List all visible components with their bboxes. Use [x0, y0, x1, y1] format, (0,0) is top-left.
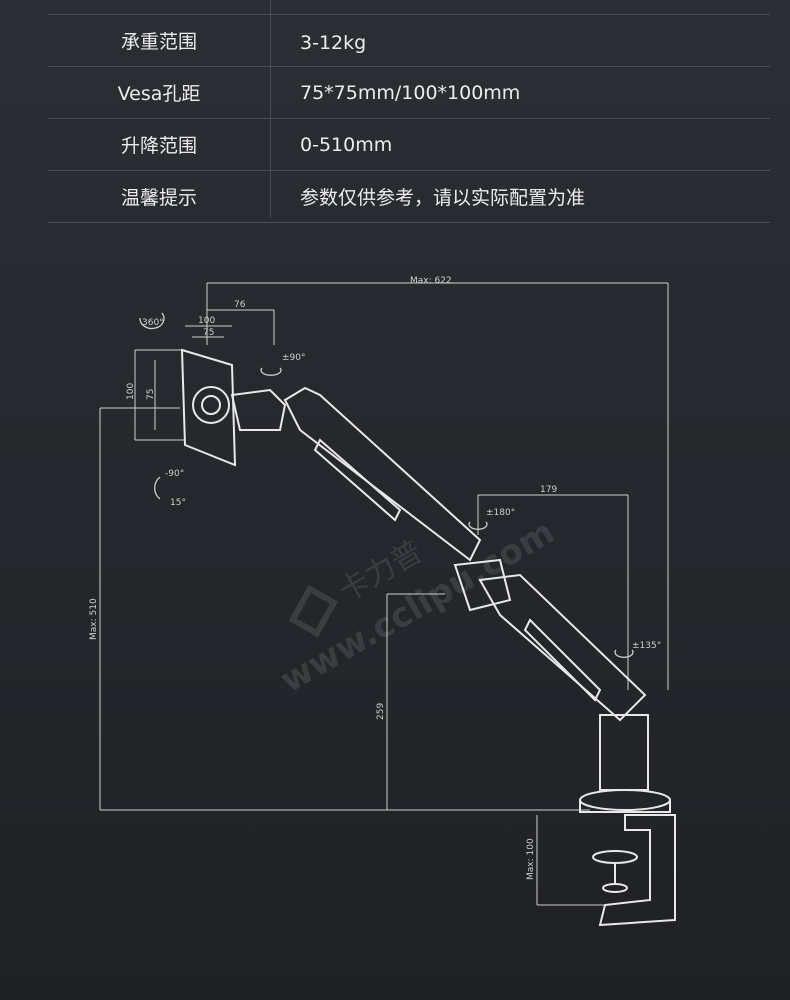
upper-arm	[283, 386, 482, 562]
spec-value: 参数仅供参考，请以实际配置为准	[300, 187, 586, 209]
rotation-90-label: ±90°	[282, 353, 306, 363]
spec-row-load: 承重范围 3-12kg	[48, 0, 770, 67]
monitor-arm-diagram: 卡力普 www.cclipu.com	[89, 276, 676, 927]
desk-clamp	[598, 814, 676, 927]
elbow-joint	[453, 558, 512, 612]
dim-label-179: 179	[540, 485, 557, 495]
upper-arm-slot	[313, 438, 402, 522]
vesa-hub	[192, 386, 230, 424]
top-divider	[48, 14, 770, 15]
watermark-logo-icon	[288, 584, 338, 638]
spec-row-vesa: Vesa孔距 75*75mm/100*100mm	[48, 67, 770, 119]
watermark-url: www.cclipu.com	[274, 512, 562, 701]
clamp-pad	[592, 850, 638, 864]
rotate-135-icon	[614, 649, 634, 658]
column-divider	[270, 0, 271, 218]
dim-label-75-side: 75	[146, 389, 156, 400]
spec-value: 3-12kg	[300, 32, 367, 54]
dim-label-75-top: 75	[203, 328, 214, 338]
tilt-head	[230, 388, 287, 431]
lower-arm	[478, 573, 647, 722]
spec-label: 承重范围	[120, 31, 197, 53]
tilt-neg90-label: -90°	[165, 469, 184, 479]
vesa-plate	[180, 348, 237, 467]
dim-label-259: 259	[376, 703, 386, 720]
dim-label-100-side: 100	[126, 383, 136, 400]
rotate-90-icon	[260, 367, 282, 376]
tilt-icon	[154, 476, 161, 500]
clamp-knob	[602, 883, 628, 893]
rotate-180-icon	[468, 521, 488, 530]
monitor-arm-illustration	[180, 348, 676, 927]
spec-row-height: 升降范围 0-510mm	[48, 119, 770, 171]
rotate-360-icon	[139, 312, 165, 330]
dim-label-max-622: Max: 622	[410, 276, 452, 286]
dim-label-76: 76	[234, 300, 246, 310]
dim-label-100-top: 100	[198, 316, 215, 326]
spec-label: 温馨提示	[120, 187, 197, 209]
spec-label: Vesa孔距	[117, 83, 201, 105]
tilt-15-label: 15°	[170, 498, 186, 508]
vesa-hub-inner	[201, 395, 221, 415]
spec-row-note: 温馨提示 参数仅供参考，请以实际配置为准	[48, 171, 770, 223]
spec-value: 0-510mm	[300, 133, 393, 156]
rotation-135-label: ±135°	[632, 641, 661, 651]
spec-value: 75*75mm/100*100mm	[300, 81, 521, 104]
watermark: 卡力普 www.cclipu.com	[274, 512, 562, 701]
dim-label-max-100: Max: 100	[526, 838, 536, 880]
spec-table: 承重范围 3-12kg Vesa孔距 75*75mm/100*100mm 升降范…	[48, 0, 770, 223]
dim-label-max-510: Max: 510	[89, 598, 99, 640]
lower-arm-slot	[523, 618, 602, 702]
rotation-180-label: ±180°	[486, 508, 515, 518]
pole	[599, 714, 649, 791]
clamp-base-top	[579, 789, 671, 811]
clamp-base	[579, 800, 671, 813]
spec-label: 升降范围	[120, 135, 197, 157]
rotation-360-label: 360°	[142, 318, 164, 328]
